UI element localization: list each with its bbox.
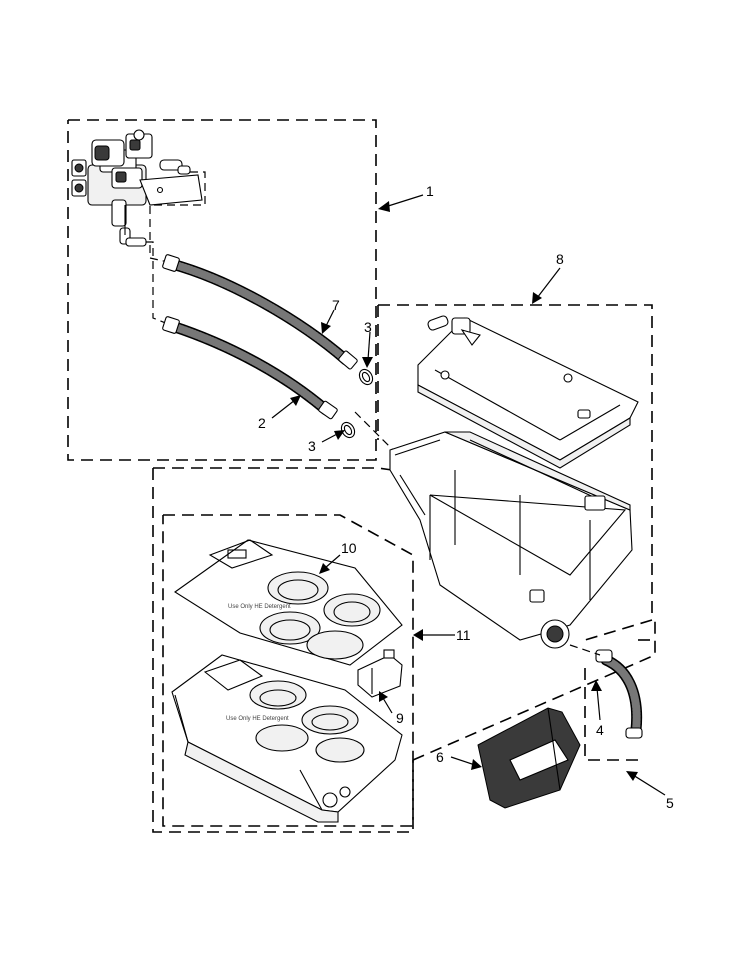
leader-lines (271, 194, 666, 796)
vent-hose (569, 644, 643, 739)
dispenser-drawer-tray: Use Only HE Detergent (171, 654, 403, 823)
callout-5: 5 (666, 795, 674, 811)
callout-3-lower: 3 (308, 438, 316, 454)
callout-3-upper: 3 (364, 319, 372, 335)
callout-9: 9 (396, 710, 404, 726)
group-box-valve-assembly (67, 119, 377, 461)
drawer-tray-print: Use Only HE Detergent (226, 716, 289, 722)
hose-clamp-upper (358, 368, 374, 386)
callout-11: 11 (456, 627, 471, 643)
group-box-dispenser-housing (377, 304, 653, 641)
callout-2: 2 (258, 415, 266, 431)
dispenser-cover (417, 315, 639, 469)
drawer-insert-lid: Use Only HE Detergent (174, 539, 403, 666)
callout-4: 4 (596, 722, 604, 738)
inlet-valve (71, 129, 203, 247)
callout-8: 8 (556, 251, 564, 267)
dispenser-housing (389, 431, 633, 649)
callout-10: 10 (341, 540, 357, 556)
drawer-handle (477, 707, 581, 809)
inlet-hose-upper (162, 254, 358, 370)
hose-connection-lines (146, 171, 396, 453)
group-box-vent-hose (584, 639, 655, 761)
inlet-hose-lower (162, 316, 338, 420)
drawer-insert-print: Use Only HE Detergent (228, 604, 291, 610)
siphon-cap (357, 649, 403, 698)
hose-clamp-lower (340, 421, 356, 439)
callout-7: 7 (332, 297, 340, 313)
callout-1: 1 (426, 183, 434, 199)
group-box-dispenser-drawer (152, 467, 656, 833)
callout-labels: 1 7 3 2 3 8 10 11 9 6 4 5 (258, 183, 674, 811)
callout-6: 6 (436, 749, 444, 765)
